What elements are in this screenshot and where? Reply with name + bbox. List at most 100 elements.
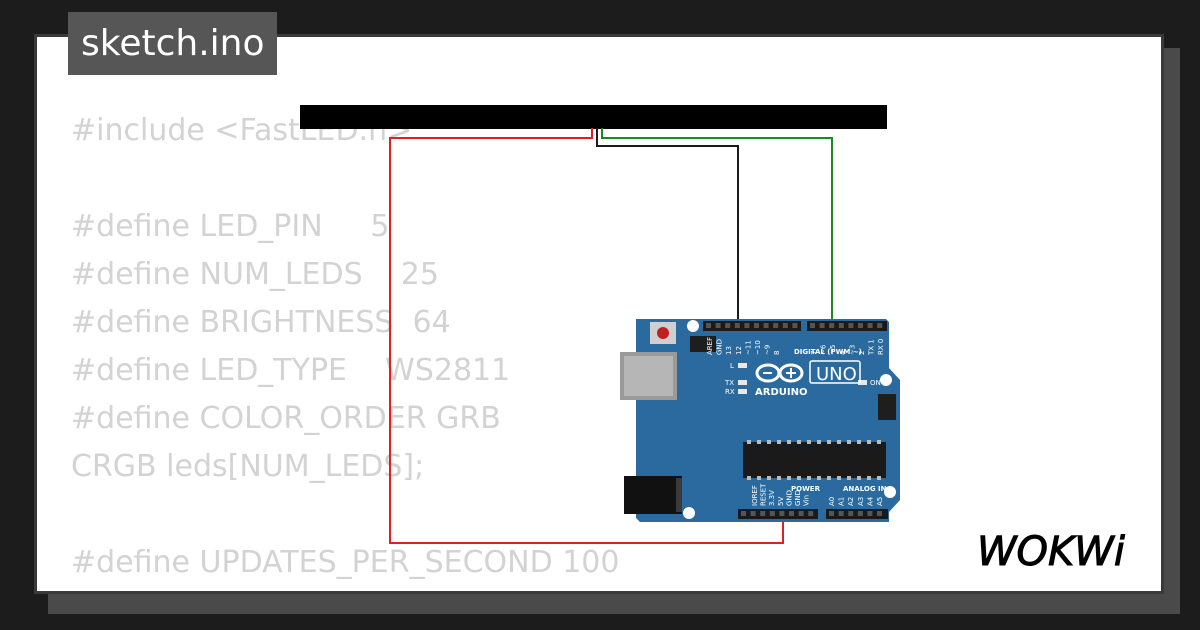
chip-pin xyxy=(877,440,881,444)
header-pin[interactable] xyxy=(858,323,863,328)
chip-pin xyxy=(797,440,801,444)
power-header[interactable] xyxy=(738,509,818,519)
chip-pin xyxy=(767,476,771,480)
pin-label: GND xyxy=(785,490,793,506)
digital-header-label: DIGITAL (PWM ~) xyxy=(794,348,862,356)
analog-header[interactable] xyxy=(826,509,888,519)
led-strip[interactable] xyxy=(300,105,887,129)
header-pin[interactable] xyxy=(848,511,854,516)
header-pin[interactable] xyxy=(706,323,711,328)
led-tx-label: TX xyxy=(724,379,734,387)
icsp-header xyxy=(690,336,716,352)
header-pin[interactable] xyxy=(848,323,854,328)
header-pin[interactable] xyxy=(867,511,873,516)
header-pin[interactable] xyxy=(754,323,759,328)
digital-header-right[interactable] xyxy=(807,321,887,331)
header-pin[interactable] xyxy=(741,511,746,516)
code-line: #define BRIGHTNESS 64 xyxy=(71,305,451,340)
pin-label: ~11 xyxy=(744,340,752,355)
header-pin[interactable] xyxy=(744,323,750,328)
file-tab-label: sketch.ino xyxy=(81,23,265,64)
chip-pin xyxy=(837,476,841,480)
pin-label: ~10 xyxy=(754,340,762,355)
chip-pin xyxy=(857,440,861,444)
pin-label: IOREF xyxy=(751,485,759,506)
chip-pin xyxy=(867,476,871,480)
pin-label: GND xyxy=(794,490,802,506)
header-pin[interactable] xyxy=(763,323,769,328)
chip-pin xyxy=(817,476,821,480)
header-pin[interactable] xyxy=(760,511,766,516)
pin-label: RESET xyxy=(760,483,768,506)
digital-header-left[interactable] xyxy=(703,321,801,331)
chip-pin xyxy=(827,440,831,444)
chip-pin xyxy=(847,440,851,444)
chip-pin xyxy=(757,476,761,480)
pin-label: Vin xyxy=(803,495,811,506)
header-pin[interactable] xyxy=(867,323,873,328)
code-line: #define UPDATES_PER_SECOND 100 xyxy=(71,545,620,580)
header-pin[interactable] xyxy=(857,511,863,516)
header-pin[interactable] xyxy=(808,511,814,516)
header-pin[interactable] xyxy=(792,323,798,328)
chip-pin xyxy=(817,440,821,444)
header-pin[interactable] xyxy=(838,511,844,516)
pin-label: 4 xyxy=(839,350,847,355)
file-tab[interactable]: sketch.ino xyxy=(68,12,278,75)
header-pin[interactable] xyxy=(838,323,844,328)
analog-label: ANALOG IN xyxy=(843,485,887,493)
header-pin[interactable] xyxy=(779,511,785,516)
chip-pin xyxy=(787,476,791,480)
header-pin[interactable] xyxy=(769,511,775,516)
pin-label: 5V xyxy=(777,497,785,506)
power-label: POWER xyxy=(791,485,821,493)
header-pin[interactable] xyxy=(734,323,740,328)
header-pin[interactable] xyxy=(715,323,721,328)
data-wire[interactable] xyxy=(601,128,833,326)
pin-label: RX 0 xyxy=(877,339,885,355)
pin-label: 8 xyxy=(773,351,781,355)
header-pin[interactable] xyxy=(750,511,756,516)
chip-pin xyxy=(857,476,861,480)
header-pin[interactable] xyxy=(789,511,794,516)
header-pin[interactable] xyxy=(877,323,883,328)
chip-pin xyxy=(847,476,851,480)
pin-label: A0 xyxy=(828,497,836,506)
chip-pin xyxy=(747,440,751,444)
header-pin[interactable] xyxy=(725,323,731,328)
chip-pin xyxy=(777,440,781,444)
chip-pin xyxy=(747,476,751,480)
header-pin[interactable] xyxy=(782,323,788,328)
header-pin[interactable] xyxy=(810,323,815,328)
pin-label: 3.3V xyxy=(768,490,776,506)
pin-label: A2 xyxy=(847,497,855,506)
power-jack xyxy=(624,476,682,514)
vcc-wire[interactable] xyxy=(389,128,784,544)
pin-label: 7 xyxy=(810,351,818,355)
pin-label: GND xyxy=(716,339,724,355)
code-line: #define COLOR_ORDER GRB xyxy=(71,401,501,436)
chip-pin xyxy=(797,476,801,480)
chip-pin xyxy=(777,476,781,480)
code-line: #define NUM_LEDS 25 xyxy=(71,257,439,292)
header-pin[interactable] xyxy=(829,511,834,516)
atmega-chip xyxy=(743,442,886,478)
pin-label: 12 xyxy=(735,346,743,355)
chip-pin xyxy=(767,440,771,444)
chip-pin xyxy=(867,440,871,444)
wokwi-logo: WOKWi xyxy=(977,529,1126,575)
board-model: UNO xyxy=(816,364,857,385)
header-pin[interactable] xyxy=(798,511,804,516)
pin-label: ~6 xyxy=(820,344,828,355)
header-pin[interactable] xyxy=(877,511,882,516)
gnd-wire[interactable] xyxy=(596,128,739,326)
pin-label: A3 xyxy=(857,497,865,506)
header-pin[interactable] xyxy=(819,323,825,328)
pin-label: A5 xyxy=(876,497,884,506)
chip-pin xyxy=(787,440,791,444)
header-pin[interactable] xyxy=(773,323,779,328)
led-rx-label: RX xyxy=(725,388,735,396)
header-pin[interactable] xyxy=(829,323,835,328)
pin-label: A1 xyxy=(838,497,846,506)
